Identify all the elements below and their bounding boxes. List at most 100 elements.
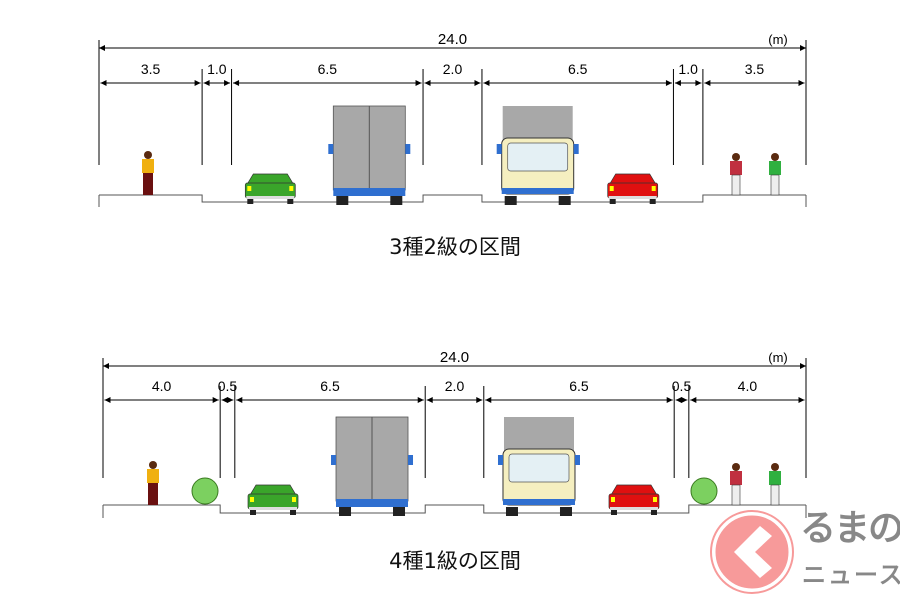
logo-chevron-icon [710, 510, 794, 594]
truck [328, 105, 411, 205]
segment-width-label: 4.0 [152, 378, 172, 394]
bus-bumper [501, 188, 574, 194]
logo-text-sub: ニュース [802, 561, 900, 589]
truck-wheel [336, 196, 349, 205]
arrowhead [233, 80, 240, 86]
arrowhead [674, 80, 681, 86]
truck-base [336, 499, 409, 507]
bus-windshield [507, 142, 569, 172]
truck-mirror [328, 144, 334, 154]
arrowhead [476, 397, 483, 403]
bus-wheel [559, 507, 572, 516]
arrowhead [426, 397, 433, 403]
bus-mirror [496, 144, 502, 154]
arrowhead [675, 397, 682, 403]
bus-wheel [504, 196, 517, 205]
arrowhead [665, 80, 672, 86]
head [149, 461, 157, 469]
car-body [607, 182, 659, 199]
truck-mirror [331, 455, 337, 465]
car-light [292, 497, 297, 502]
car-wheel [649, 199, 656, 204]
truck-base [333, 188, 406, 196]
car-body [247, 493, 299, 510]
arrowhead [224, 80, 231, 86]
arrowhead [212, 397, 219, 403]
arrowhead [100, 80, 107, 86]
ground-profile [103, 504, 806, 514]
arrowhead [236, 397, 243, 403]
legs [731, 484, 741, 506]
car-wheel [609, 199, 616, 204]
car-roof [249, 484, 297, 496]
legs [770, 174, 780, 196]
green-car-icon [247, 484, 299, 515]
car-bumper [249, 507, 298, 510]
truck-mirror [405, 144, 411, 154]
arrowhead [227, 397, 234, 403]
car-bumper [246, 196, 295, 199]
arrowhead [104, 397, 111, 403]
truck-wheel [339, 507, 352, 516]
truck-mirror [408, 455, 414, 465]
section-caption-2: 4種1級の区間 [389, 549, 521, 573]
red-car-icon [608, 484, 660, 515]
torso [147, 469, 159, 483]
unit-label: (m) [768, 350, 788, 365]
arrowhead [666, 397, 673, 403]
segment-width-label: 2.0 [443, 61, 463, 77]
car-light [250, 497, 255, 502]
car-body [244, 182, 296, 199]
logo-text-main: るまの [800, 508, 900, 549]
car-light [609, 186, 614, 191]
arrowhead [704, 80, 711, 86]
car-wheel [287, 199, 294, 204]
head [144, 151, 152, 159]
torso [142, 159, 154, 173]
arrowhead [194, 80, 201, 86]
tree-icon [191, 477, 219, 505]
car-light [289, 186, 294, 191]
car-roof [609, 173, 657, 185]
torso [730, 161, 742, 175]
total-width-label: 24.0 [440, 349, 469, 366]
pedestrian-icon [769, 463, 781, 506]
car-roof [246, 173, 294, 185]
kurumanonews-logo: るまの ニュース [708, 508, 900, 598]
torso [730, 471, 742, 485]
segment-width-label: 0.5 [672, 378, 692, 394]
car-bumper [608, 196, 657, 199]
arrowhead [99, 45, 105, 51]
ground-profile [99, 194, 806, 203]
section-caption-1: 3種2級の区間 [389, 235, 521, 259]
bus-wheel [505, 507, 518, 516]
arrowhead [417, 397, 424, 403]
truck-wheel [393, 507, 406, 516]
car-wheel [250, 510, 257, 515]
legs [148, 483, 158, 505]
head [771, 463, 779, 471]
segment-width-label: 3.5 [745, 61, 765, 77]
arrowhead [474, 80, 481, 86]
arrowhead [800, 363, 806, 369]
pedestrian-icon [769, 153, 781, 196]
segment-width-label: 4.0 [738, 378, 758, 394]
truck-wheel [390, 196, 403, 205]
bus-mirror [574, 455, 580, 465]
car-bumper [609, 507, 658, 510]
red-car-icon [607, 173, 659, 204]
arrowhead [681, 397, 688, 403]
arrowhead [221, 397, 228, 403]
segment-width-label: 3.5 [141, 61, 161, 77]
car-wheel [610, 510, 617, 515]
car-light [652, 497, 657, 502]
total-width-label: 24.0 [438, 31, 467, 48]
arrowhead [415, 80, 422, 86]
arrowhead [690, 397, 697, 403]
tree-icon [690, 477, 718, 505]
truck [331, 416, 414, 516]
car-light [247, 186, 252, 191]
